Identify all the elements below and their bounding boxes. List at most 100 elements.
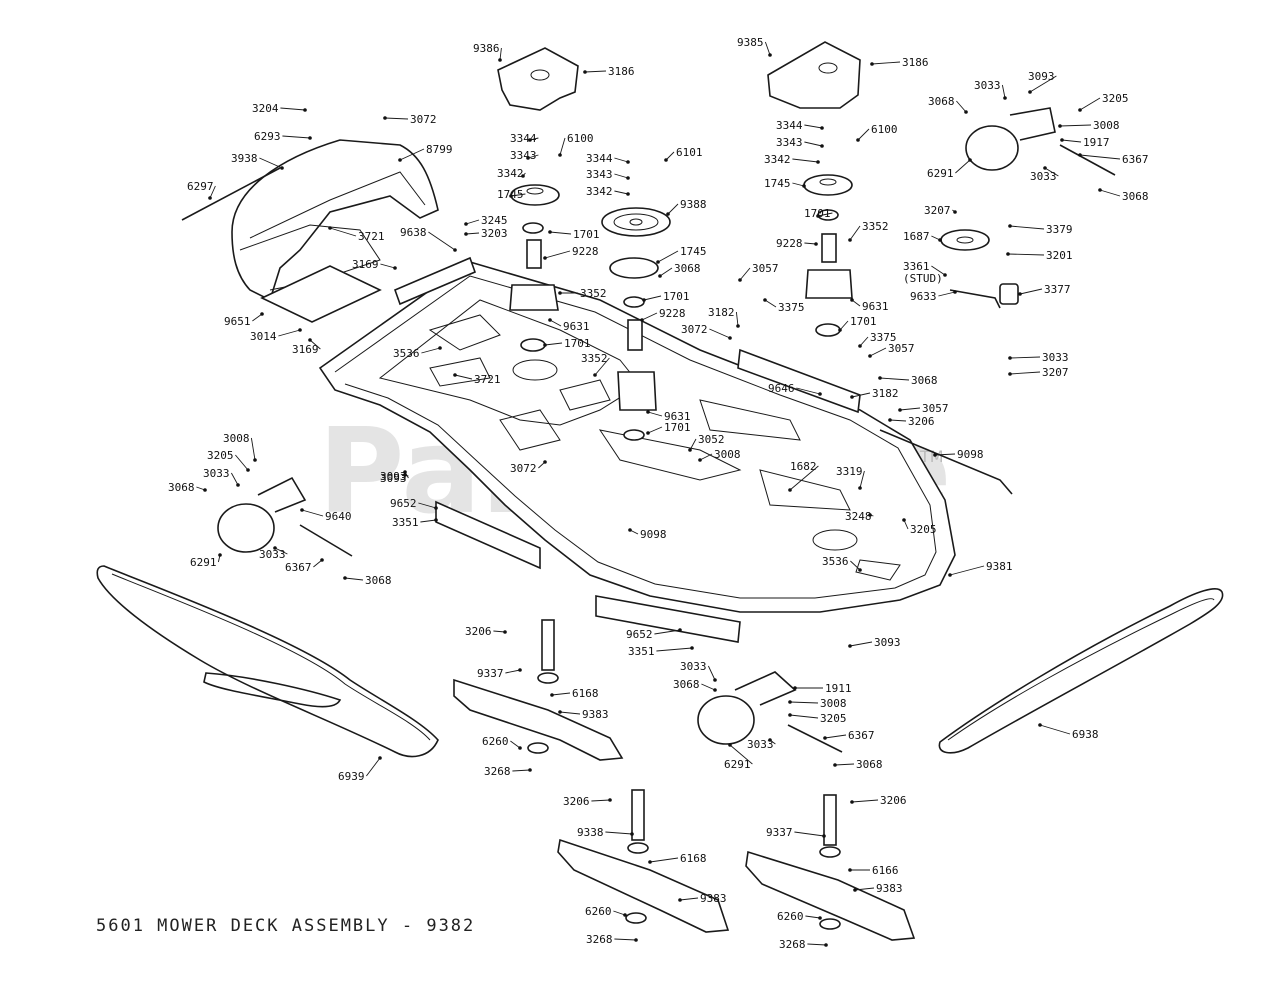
part-callout-3072: 3072 [510,462,537,475]
leader-line [764,41,771,56]
part-callout-6101: 6101 [676,146,703,159]
part-callout-3319: 3319 [836,465,863,478]
leader-line [454,374,473,380]
leader-dot [713,688,717,692]
leader-line [1079,97,1101,111]
leader-line [851,799,879,803]
part-callout-3205: 3205 [820,712,847,725]
part-callout-1701: 1701 [564,337,591,350]
leader-dot [1008,356,1012,360]
part-callout-3068: 3068 [856,758,883,771]
leader-line [549,319,562,327]
leader-dot [850,298,854,302]
leader-line [850,560,861,571]
leader-line [854,887,875,891]
leader-line [654,629,681,635]
leader-dot [678,898,682,902]
part-callout-3186: 3186 [608,65,635,78]
leader-line [857,128,870,141]
leader-dot [848,868,852,872]
part-callout-3169: 3169 [292,343,319,356]
leader-line [656,647,693,652]
leader-line [849,641,873,647]
leader-dot [728,743,732,747]
part-callout-6938: 6938 [1072,728,1099,741]
part-callout-3248: 3248 [845,510,872,523]
leader-dot [558,153,562,157]
leader-line [794,831,825,837]
blade-9383-b [557,789,730,933]
leader-dot [898,408,902,412]
leader-dot [300,508,304,512]
part-callout-9098: 9098 [957,448,984,461]
part-callout-3268: 3268 [586,933,613,946]
part-callout-3014: 3014 [250,330,277,343]
leader-dot [628,528,632,532]
part-callout-3268: 3268 [484,765,511,778]
blade-9383-c [745,794,916,941]
leader-line [824,734,847,739]
spindle-center [601,207,671,441]
leader-line [614,157,629,163]
part-callout-3057: 3057 [922,402,949,415]
leader-dot [728,336,732,340]
leader-dot [343,576,347,580]
part-callout-9098: 9098 [640,528,667,541]
leader-dot [1018,292,1022,296]
leader-dot [968,158,972,162]
chute-bracket-9651 [260,265,382,323]
leader-dot [698,458,702,462]
leader-dot [626,176,630,180]
leader-dot [848,644,852,648]
leader-line [559,711,581,715]
leader-line [380,263,396,269]
leader-line [869,347,887,357]
leader-line [274,547,288,555]
leader-line [805,915,821,919]
part-callout-9652: 9652 [390,497,417,510]
part-callout-3344: 3344 [776,119,803,132]
leader-dot [964,110,968,114]
part-callout-3536: 3536 [822,555,849,568]
leader-line [510,740,521,749]
leader-dot [558,291,562,295]
leader-line [231,472,239,486]
leader-line [804,141,823,147]
leader-dot [464,232,468,236]
leader-dot [816,160,820,164]
leader-dot [328,226,332,230]
leader-line [527,154,539,159]
part-callout-3008: 3008 [223,432,250,445]
part-callout-3093: 3093 [380,470,407,483]
leader-dot [634,938,638,942]
part-callout-3033: 3033 [1030,170,1057,183]
idler-pulley-1687 [940,229,1019,309]
gauge-wheel-right-top [965,107,1116,176]
part-callout-6168: 6168 [680,852,707,865]
leader-dot [246,468,250,472]
leader-line [614,938,637,941]
leader-dot [820,126,824,130]
part-callout-3182: 3182 [872,387,899,400]
part-callout-1701: 1701 [664,421,691,434]
leader-line [1039,724,1071,735]
leader-dot [464,222,468,226]
leader-dot [550,693,554,697]
part-callout-6100: 6100 [567,132,594,145]
leader-line [859,470,865,489]
part-callout-9385: 9385 [737,36,764,49]
leader-line [796,387,821,395]
part-callout-3206: 3206 [880,794,907,807]
leader-dot [902,518,906,522]
leader-dot [583,70,587,74]
part-callout-3344: 3344 [510,132,537,145]
leader-line [584,70,607,73]
leader-line [544,250,571,259]
belt-cover-9386 [497,47,579,111]
leader-line [250,437,256,461]
leader-line [344,577,364,581]
part-callout-3351: 3351 [628,645,655,658]
leader-line [804,124,823,129]
part-callout-3057: 3057 [752,262,779,275]
leader-dot [838,328,842,332]
